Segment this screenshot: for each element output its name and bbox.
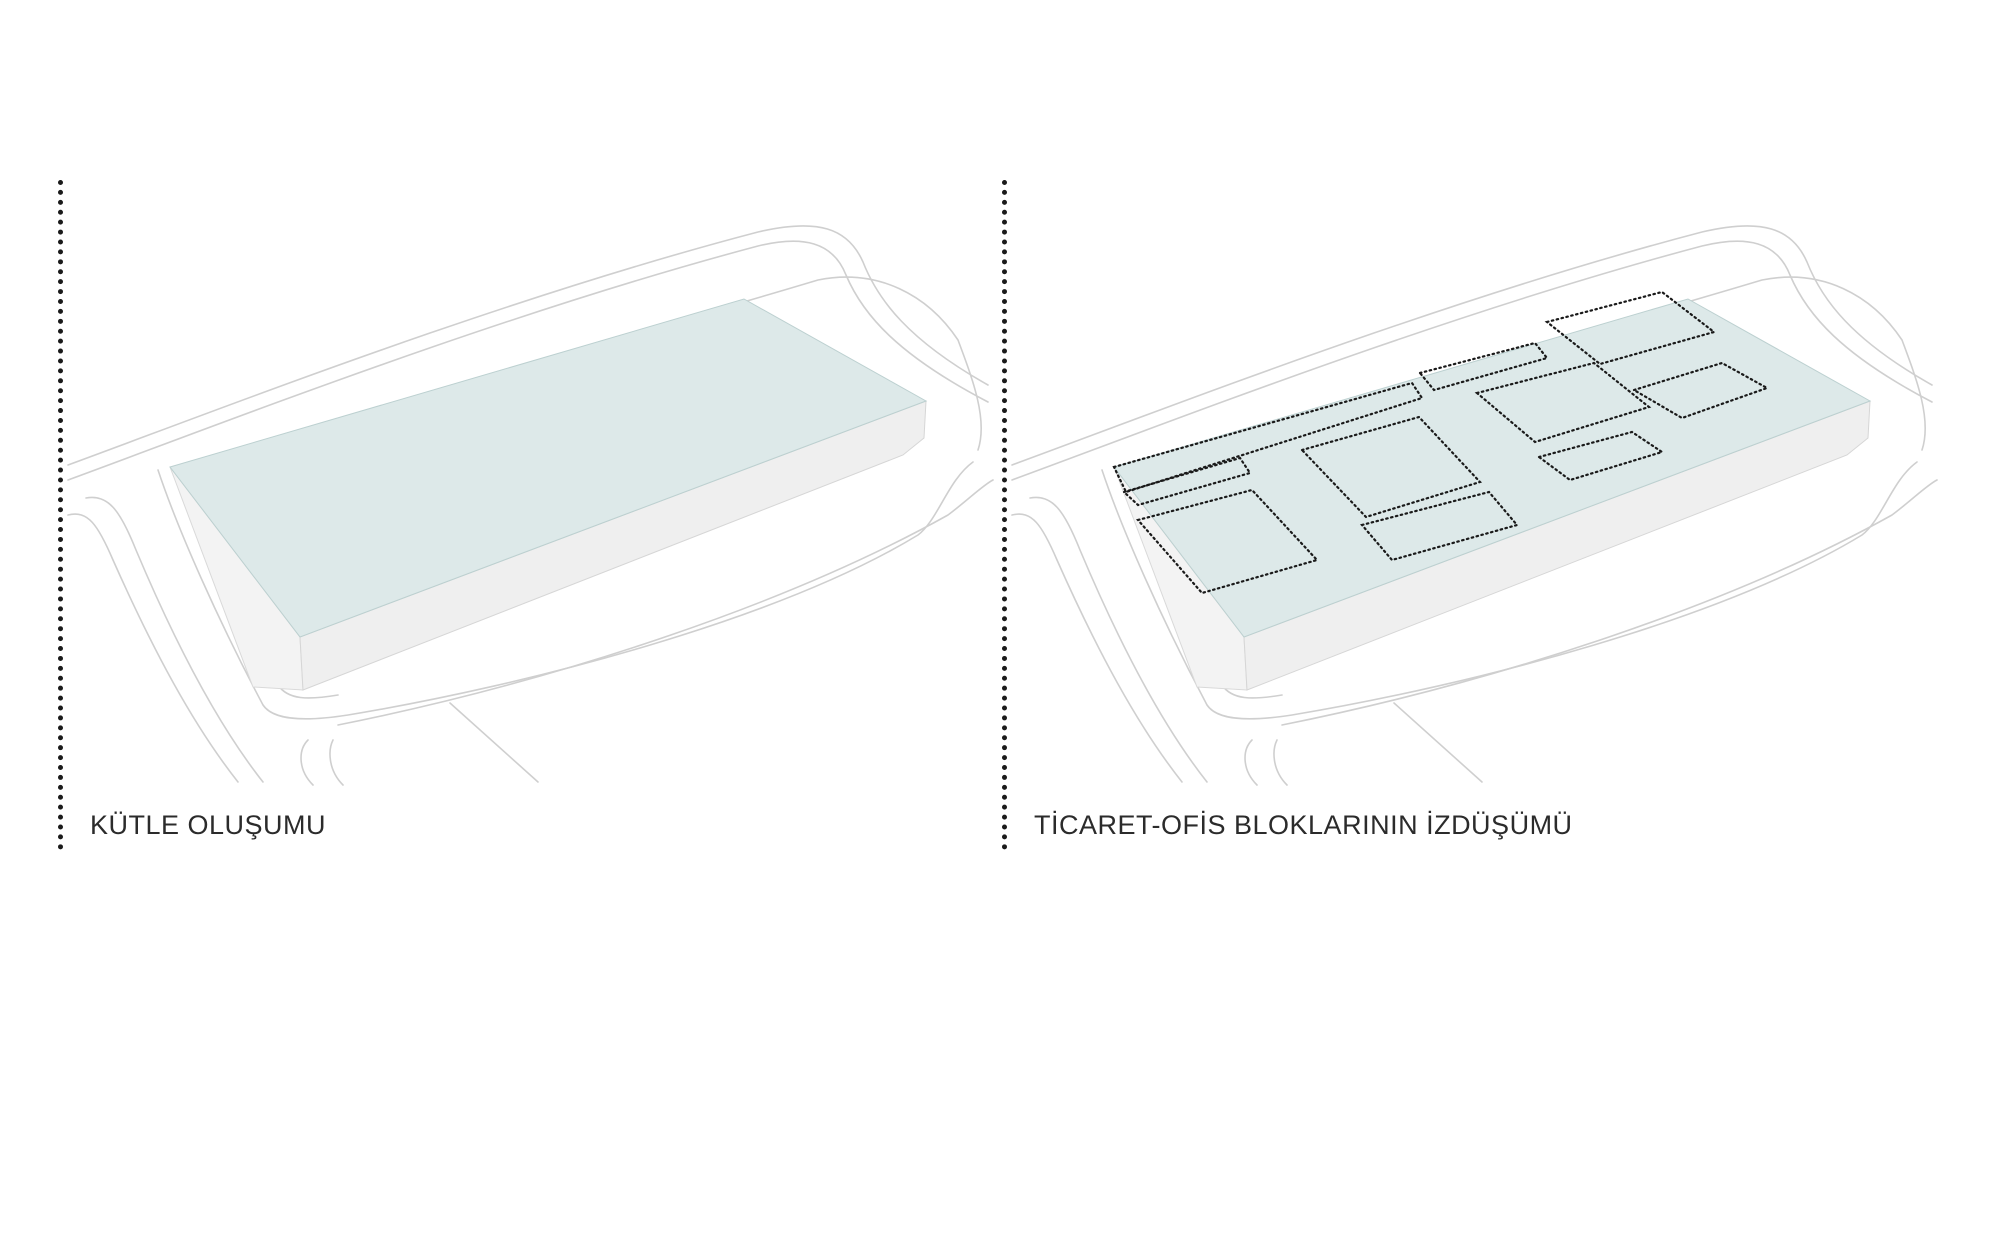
dotted-divider-right [1002, 180, 1007, 850]
block-footprint-small-left [1121, 456, 1252, 507]
block-footprint-center-left [1299, 415, 1483, 519]
building-mass [169, 298, 928, 691]
block-projection-drawing [1011, 225, 1938, 786]
block-footprint-strip [1112, 381, 1424, 494]
block-footprint-far-right [1631, 361, 1770, 420]
dotted-divider-left [58, 180, 63, 850]
office-block-footprints [1112, 290, 1770, 595]
caption-mass-formation: KÜTLE OLUŞUMU [90, 810, 327, 840]
building-mass [1113, 298, 1872, 691]
block-footprint-right-low [1536, 430, 1665, 482]
block-footprint-top-right [1544, 290, 1717, 366]
block-footprint-left [1136, 488, 1320, 595]
panel-mass-formation: KÜTLE OLUŞUMU [58, 180, 998, 855]
mass-formation-drawing [67, 225, 994, 786]
block-footprint-center-low [1360, 490, 1519, 562]
panel-block-projection: TİCARET-OFİS BLOKLARININ İZDÜŞÜMÜ [1002, 180, 1942, 855]
caption-block-projection: TİCARET-OFİS BLOKLARININ İZDÜŞÜMÜ [1034, 810, 1573, 840]
block-footprint-center-top [1418, 341, 1549, 392]
mass-roof [1113, 298, 1872, 638]
mass-roof [169, 298, 928, 638]
block-footprint-center-right [1474, 361, 1652, 444]
